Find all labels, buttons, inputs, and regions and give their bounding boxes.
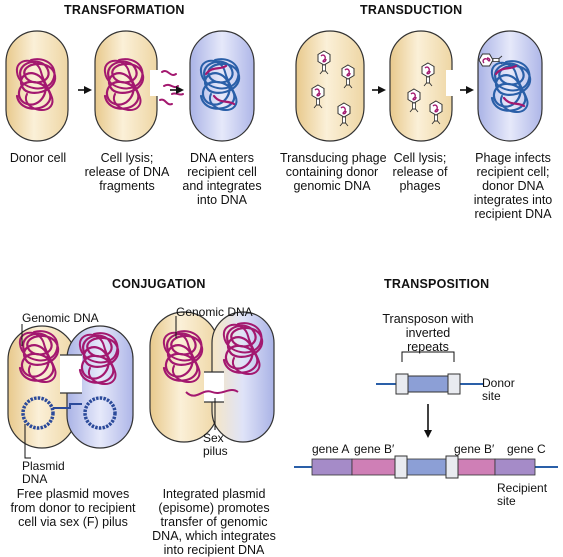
phage-host-cell — [295, 30, 365, 142]
caption-line: transfer of genomic — [160, 515, 268, 529]
caption-line: DNA, which integrates — [152, 529, 276, 543]
ins-repeat-left — [394, 455, 408, 479]
plasmid-donor — [21, 396, 55, 430]
caption-line: Phage infects — [475, 151, 551, 165]
dna-enters-caption: DNA enters recipient cell and integrates… — [180, 151, 264, 207]
lysis-caption: Cell lysis; release of DNA fragments — [82, 151, 172, 193]
caption-line: release of DNA — [84, 165, 170, 179]
caption-line: phages — [399, 179, 441, 193]
transduction-title: TRANSDUCTION — [360, 3, 463, 17]
label-line: Donor — [482, 376, 515, 390]
caption-line: donor DNA — [482, 179, 544, 193]
caption-line: containing donor — [285, 165, 379, 179]
transduction-panel — [295, 30, 543, 142]
caption-line: Cell lysis; — [100, 151, 154, 165]
plasmid-label: Plasmid DNA — [22, 460, 65, 486]
plasmid-transfer — [53, 403, 82, 409]
phage-caption: Transducing phage containing donor genom… — [280, 151, 387, 193]
conjugation-title: CONJUGATION — [112, 277, 206, 291]
transposon-label: Transposon with inverted repeats — [380, 312, 476, 354]
caption-line: Transducing phage — [280, 151, 387, 165]
label-line: site — [482, 389, 501, 403]
sex-pilus-2 — [204, 372, 224, 402]
label-line: repeats — [407, 340, 449, 354]
caption-line: into DNA — [196, 193, 248, 207]
transposon — [401, 375, 455, 393]
gene-c-label: gene C — [507, 442, 546, 456]
donor-cell — [5, 30, 69, 142]
lysis-gap — [150, 70, 160, 96]
label-line: Sex — [203, 431, 224, 445]
repeat-right — [447, 373, 461, 395]
caption-line: recipient DNA — [474, 207, 552, 221]
label-line: site — [497, 494, 516, 508]
caption-line: Cell lysis; — [393, 151, 447, 165]
transferred-genomic-dna — [185, 389, 239, 397]
phage-lysis-caption: Cell lysis; release of phages — [384, 151, 456, 193]
gene-a-label: gene A — [312, 442, 350, 456]
caption-line: into recipient DNA — [163, 543, 265, 557]
caption-line: genomic DNA — [293, 179, 371, 193]
ins-repeat-right — [445, 455, 459, 479]
lysing-cell — [389, 30, 453, 142]
label-line: pilus — [203, 444, 228, 458]
transduced-dna — [494, 64, 526, 108]
caption-line: release of — [392, 165, 448, 179]
caption-line: recipient cell; — [476, 165, 550, 179]
integrated-dna — [204, 64, 236, 106]
free-plasmid-caption: Free plasmid moves from donor to recipie… — [0, 487, 146, 529]
lysed-cell — [94, 30, 158, 142]
pilus-bridge-2 — [204, 371, 224, 403]
caption-line: DNA enters — [190, 151, 254, 165]
caption-line: integrates into — [473, 193, 553, 207]
transposition-panel — [294, 351, 558, 479]
pilus-bridge-1 — [60, 354, 82, 394]
sex-pilus-1 — [60, 355, 82, 393]
caption-line: fragments — [99, 179, 155, 193]
lysis-gap-2 — [446, 70, 456, 96]
caption-line: and integrates — [182, 179, 262, 193]
plasmid-recipient — [83, 396, 117, 430]
caption-line: (episome) promotes — [158, 501, 270, 515]
plasmid-leader — [24, 424, 31, 459]
recipient-site-label: Recipient site — [497, 482, 547, 508]
caption-line: recipient cell — [187, 165, 257, 179]
genomic-dna-label-2: Genomic DNA — [176, 305, 253, 319]
donor-site-label: Donor site — [482, 377, 515, 403]
dna-fragments — [159, 70, 184, 106]
caption-line: Integrated plasmid — [162, 487, 266, 501]
integrated-plasmid-caption: Integrated plasmid (episome) promotes tr… — [148, 487, 280, 557]
label-line: Transposon with — [382, 312, 474, 326]
genomic-dna-label-1: Genomic DNA — [22, 311, 99, 325]
caption-line: Free plasmid moves — [16, 487, 130, 501]
caption-line: from donor to recipient — [10, 501, 136, 515]
gene-a-block — [311, 458, 353, 476]
label-line: Plasmid — [22, 459, 65, 473]
label-line: DNA — [22, 472, 48, 486]
caption-line: cell via sex (F) pilus — [18, 515, 128, 529]
label-line: Recipient — [497, 481, 548, 495]
conjugation-panel — [7, 311, 275, 459]
sex-pilus-label: Sex pilus — [203, 432, 228, 458]
transposition-title: TRANSPOSITION — [384, 277, 490, 291]
caption-line: Donor cell — [9, 151, 67, 165]
repeats-bracket — [401, 351, 455, 362]
infected-cell — [477, 30, 543, 142]
gene-b1-block — [351, 458, 398, 476]
gene-c-block — [494, 458, 536, 476]
gene-b1-label: gene B′ — [354, 442, 395, 456]
repeat-left — [395, 373, 409, 395]
gene-b2-label: gene B′ — [454, 442, 495, 456]
gene-b2-block — [452, 458, 496, 476]
label-line: inverted — [405, 326, 451, 340]
transformation-title: TRANSFORMATION — [64, 3, 185, 17]
phage-infects-caption: Phage infects recipient cell; donor DNA … — [466, 151, 560, 221]
recipient-cell — [189, 30, 255, 142]
transformation-panel — [5, 30, 255, 142]
donor-cell-caption: Donor cell — [2, 151, 74, 165]
